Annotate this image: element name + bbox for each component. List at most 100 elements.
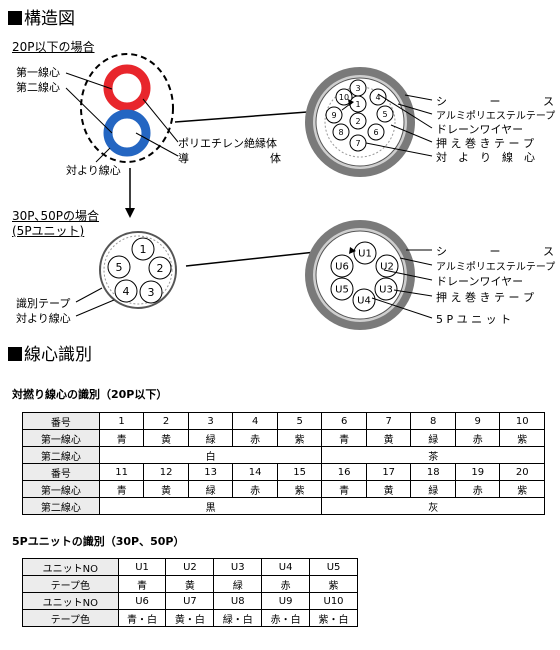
table-cell: 20 (499, 463, 545, 481)
table-cell: 赤 (454, 480, 501, 498)
core-label: 7 (355, 139, 360, 148)
core-circle (335, 88, 353, 106)
table-row: テープ色 青・白 黄・白 緑・白 赤・白 紫・白 (22, 609, 358, 627)
table-cell: 黄 (143, 429, 189, 447)
table-row: ユニットNO U1 U2 U3 U4 U5 (22, 558, 358, 576)
table-cell: 紫 (276, 480, 323, 498)
structure-heading: 構造図 (8, 4, 75, 29)
unit-core-label: 5 (116, 261, 123, 274)
table-cell: U6 (117, 592, 167, 610)
label-insulator: ポリエチレン絶縁体 (178, 137, 277, 150)
core-label: 4 (375, 93, 380, 102)
unit-core-circle (139, 280, 163, 304)
table-cell: 紫 (309, 575, 358, 593)
table-cell: 5 (276, 412, 323, 430)
core-label: 6 (373, 128, 378, 137)
table-cell: U8 (213, 592, 263, 610)
table-cell: 緑 (410, 429, 456, 447)
cable-b-label-unit: 5 P ユ ニ ッ ト (436, 313, 512, 326)
table-cell: 7 (365, 412, 412, 430)
core-circle (367, 123, 385, 141)
unit-core-label: 2 (157, 262, 164, 275)
unit-core-label: 4 (123, 285, 130, 298)
core-circle (349, 112, 367, 130)
table-row: ユニットNO U6 U7 U8 U9 U10 (22, 592, 358, 610)
unit-label: U3 (379, 285, 393, 296)
unit-circle (330, 254, 354, 278)
table-cell: 紫 (499, 429, 545, 447)
table-cell: 9 (454, 412, 501, 430)
table-cell: 8 (410, 412, 456, 430)
table-cell: 赤 (232, 480, 278, 498)
table-cell: 13 (187, 463, 234, 481)
unit-identification-table: ユニットNO U1 U2 U3 U4 U5 テープ色 青 黄 緑 赤 紫 ユニッ… (22, 558, 358, 627)
core-circle (332, 123, 350, 141)
table-cell: 6 (321, 412, 367, 430)
table-row: 第二線心 黒 灰 (22, 497, 545, 515)
table-cell: U7 (165, 592, 215, 610)
table-cell: U10 (309, 592, 358, 610)
cable-b-label-wrap: 押 え 巻 き テ ー プ (436, 291, 534, 304)
table-cell: 灰 (321, 497, 545, 515)
table-row: 番号 11 12 13 14 15 16 17 18 19 20 (22, 463, 545, 481)
group-20p-title: 20P以下の場合 (12, 40, 95, 54)
table-cell: 1 (98, 412, 145, 430)
unit-circle (374, 277, 398, 301)
row-header-second: 第二線心 (22, 446, 100, 464)
cable-a-label-drain: ドレーンワイヤー (436, 123, 524, 136)
core-label: 9 (331, 111, 336, 120)
second-core-blue (103, 109, 151, 157)
table-cell: 黄・白 (165, 609, 215, 627)
table-cell: 黄 (143, 480, 189, 498)
table-cell: 紫 (276, 429, 323, 447)
table-cell: 14 (232, 463, 278, 481)
pair-identification-table: 番号 1 2 3 4 5 6 7 8 9 10 第一線心 青 黄 緑 赤 紫 青… (22, 412, 545, 515)
table-row: テープ色 青 黄 緑 赤 紫 (22, 575, 358, 593)
table-cell: 青 (321, 480, 367, 498)
unit-label: U6 (335, 262, 349, 273)
table-cell: 黄 (365, 429, 412, 447)
core-label: 3 (355, 84, 360, 93)
row-header-unit: ユニットNO (22, 558, 119, 576)
row-header-tape: テープ色 (22, 609, 119, 627)
row-header-number: 番号 (22, 463, 100, 481)
identification-heading: 線心識別 (8, 340, 92, 365)
table-cell: 11 (98, 463, 145, 481)
table2-title: 5Pユニットの識別（30P、50P） (12, 535, 185, 548)
table-cell: 青 (98, 429, 145, 447)
table-cell: 青 (98, 480, 145, 498)
unit-core-circle (131, 237, 155, 261)
row-header-second: 第二線心 (22, 497, 100, 515)
table-row: 第一線心 青 黄 緑 赤 紫 青 黄 緑 赤 紫 (22, 429, 545, 447)
cable-a-label-al-tape: アルミポリエステルテープ (436, 111, 556, 122)
table-cell: 茶 (321, 446, 545, 464)
unit-core-circle (107, 255, 131, 279)
unit-core-label: 1 (140, 243, 147, 256)
cable-a-label-wrap: 押 え 巻 き テ ー プ (436, 137, 534, 150)
label-pair-core: 対より線心 (66, 164, 121, 177)
label-conductor-a: 導 (178, 152, 189, 165)
unit-core-circle (148, 256, 172, 280)
table-cell: 黄 (165, 575, 215, 593)
table-cell: U2 (165, 558, 215, 576)
table-cell: 15 (276, 463, 323, 481)
table-cell: 黒 (98, 497, 323, 515)
table-cell: 緑・白 (213, 609, 263, 627)
core-circle (376, 105, 394, 123)
table-cell: 緑 (410, 480, 456, 498)
cable-b-label-al-tape: アルミポリエステルテープ (436, 262, 556, 273)
core-circle (369, 88, 387, 106)
table-cell: 白 (98, 446, 323, 464)
table-cell: U9 (261, 592, 311, 610)
table-cell: 紫・白 (309, 609, 358, 627)
table-row: 第二線心 白 茶 (22, 446, 545, 464)
core-label: 8 (338, 128, 343, 137)
unit-label: U4 (357, 296, 371, 307)
first-core-red (103, 64, 151, 112)
table-cell: 17 (365, 463, 412, 481)
table-cell: 青 (117, 575, 167, 593)
label-unit-pair: 対より線心 (16, 312, 71, 325)
table-cell: 赤・白 (261, 609, 311, 627)
unit-circle (352, 288, 376, 312)
